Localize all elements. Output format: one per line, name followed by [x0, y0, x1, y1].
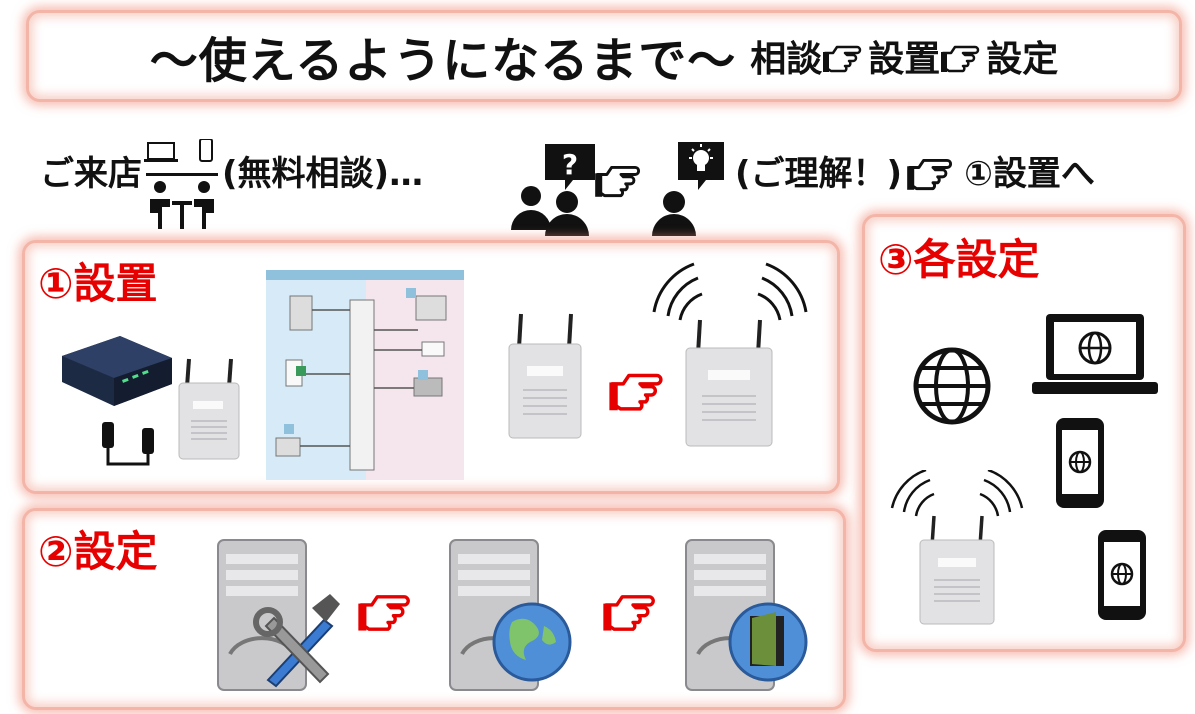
- header-box: ～使えるようになるまで～ 相談 設置 設定: [26, 10, 1182, 102]
- understand-flow: (ご理解！) ①設置へ: [735, 146, 1095, 195]
- consult-label: (無料相談)…: [222, 153, 424, 194]
- wifi-icon: [652, 262, 808, 321]
- step-list: 相談 設置 設定: [750, 30, 1058, 82]
- next-label: ①設置へ: [964, 154, 1095, 194]
- svg-text:?: ?: [562, 148, 578, 181]
- pointing-hand-icon: [907, 158, 953, 190]
- visit-label: ご来店: [40, 153, 142, 194]
- wifi-icon: [890, 470, 1024, 517]
- wifi-router-icon: [652, 262, 808, 447]
- globe-icon: [492, 602, 572, 682]
- pointing-hand-icon: [358, 595, 410, 631]
- understand-label: (ご理解！): [735, 154, 903, 194]
- globe-icon: [913, 347, 991, 425]
- smartphone-icon: [1098, 530, 1146, 620]
- wiring-diagram-image: [266, 270, 464, 480]
- wifi-router-icon: [890, 470, 1024, 625]
- globe-door-icon: [728, 602, 808, 682]
- step-setup: 設定: [986, 39, 1059, 80]
- setup-title: ②設定: [38, 527, 158, 576]
- server-tools-icon: [217, 539, 340, 691]
- header: ～使えるようになるまで～ 相談 設置 設定: [29, 13, 1179, 99]
- install-title: ①設置: [38, 259, 158, 308]
- server-globe-icon: [449, 539, 572, 691]
- server-globe-door-icon: [685, 539, 808, 691]
- consult-flow: ご来店 (無料相談)…: [40, 139, 424, 229]
- question-person-icon: ?: [511, 144, 595, 236]
- smartphone-icon: [1056, 418, 1104, 508]
- pointing-hand-icon: [609, 373, 663, 411]
- pointing-hand-icon: [603, 595, 655, 631]
- step-install: 設置: [868, 39, 941, 80]
- pointing-hand-icon: [595, 165, 641, 198]
- tools-icon: [253, 594, 340, 688]
- meeting-icon: [144, 139, 218, 229]
- idea-person-icon: [652, 142, 724, 236]
- each-setting-title: ③各設定: [878, 235, 1040, 284]
- step-consult: 相談: [750, 39, 823, 80]
- router-icon: [178, 358, 240, 460]
- laptop-icon: [1032, 314, 1158, 394]
- page-title: ～使えるようになるまで～: [149, 33, 737, 89]
- pointing-hand-icon: [823, 45, 862, 73]
- router-icon: [508, 313, 582, 439]
- power-cable-icon: [102, 422, 154, 466]
- pointing-hand-icon: [941, 45, 980, 73]
- onu-icon: [62, 336, 172, 406]
